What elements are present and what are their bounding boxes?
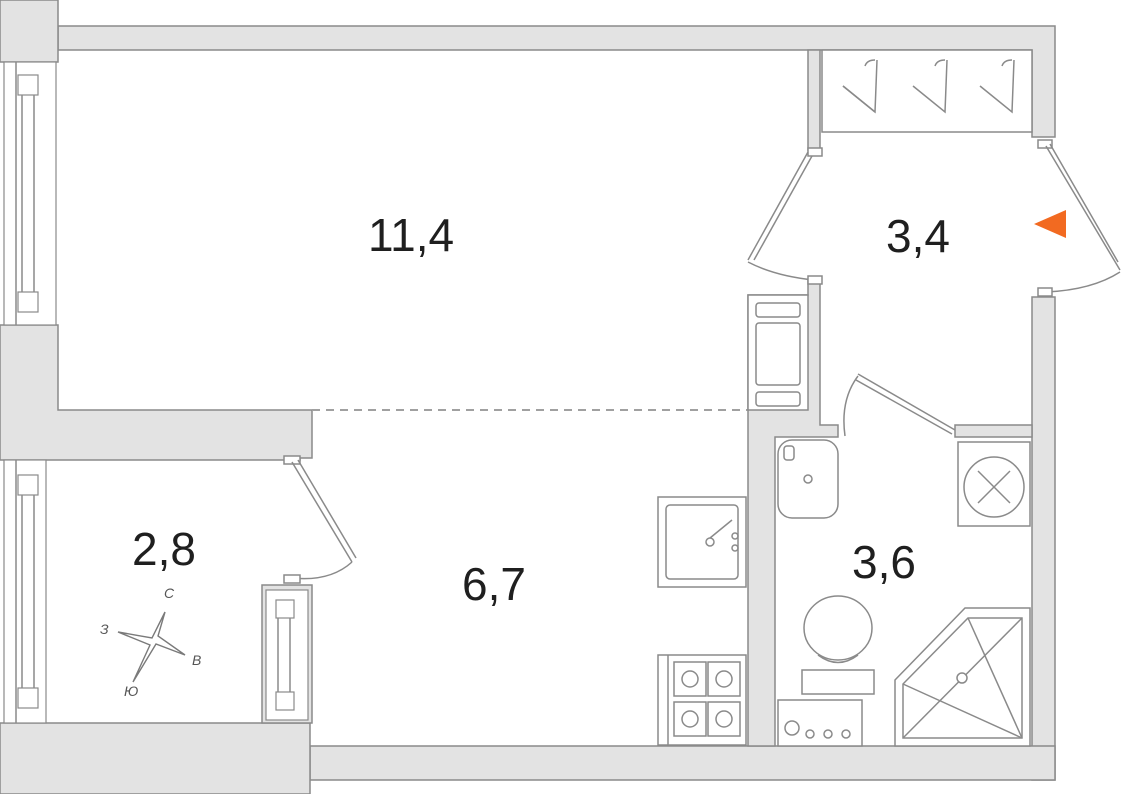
compass-north: С: [164, 585, 175, 601]
balcony-door: [283, 455, 357, 584]
entrance-marker-icon: [1034, 210, 1066, 238]
bathroom-shelf: [777, 699, 863, 747]
window-living: [3, 61, 57, 326]
compass-west: З: [100, 621, 109, 637]
window-balcony-door-side: [265, 589, 309, 721]
washing-machine: [957, 441, 1031, 527]
bathroom-sink: [777, 439, 839, 519]
windows: [3, 61, 309, 724]
wall-left-pier-top: [0, 0, 59, 63]
wardrobe-frame: [807, 49, 821, 151]
hanger-icon: [979, 59, 1015, 114]
shower: [894, 607, 1031, 747]
stove: [657, 654, 747, 746]
bathroom-area-label: 3,6: [852, 536, 916, 588]
hall-area-label: 3,4: [886, 210, 950, 262]
compass-east: В: [192, 652, 201, 668]
doors: [283, 139, 1121, 584]
window-balcony: [3, 459, 47, 724]
living-area-label: 11,4: [368, 209, 454, 261]
wall-bottom: [309, 745, 1056, 781]
wall-right: [1031, 296, 1056, 781]
wall-hall-bath: [954, 424, 1033, 438]
hanger-icon: [912, 59, 948, 114]
hanger-icon: [842, 59, 878, 114]
wall-balcony-separator: [0, 324, 313, 461]
kitchen-area-label: 6,7: [462, 558, 526, 610]
fridge: [747, 294, 809, 411]
wardrobe: [821, 49, 1033, 133]
kitchen-sink: [657, 496, 747, 588]
wall-left-pier-bottom: [0, 722, 311, 794]
compass-star-icon: [117, 611, 186, 683]
balcony-area-label: 2,8: [132, 523, 196, 575]
bathroom-door[interactable]: [843, 373, 956, 437]
entrance-door[interactable]: [747, 139, 1121, 297]
compass-rose: С З В Ю: [100, 585, 201, 699]
toilet: [801, 595, 875, 695]
compass-south: Ю: [124, 683, 138, 699]
